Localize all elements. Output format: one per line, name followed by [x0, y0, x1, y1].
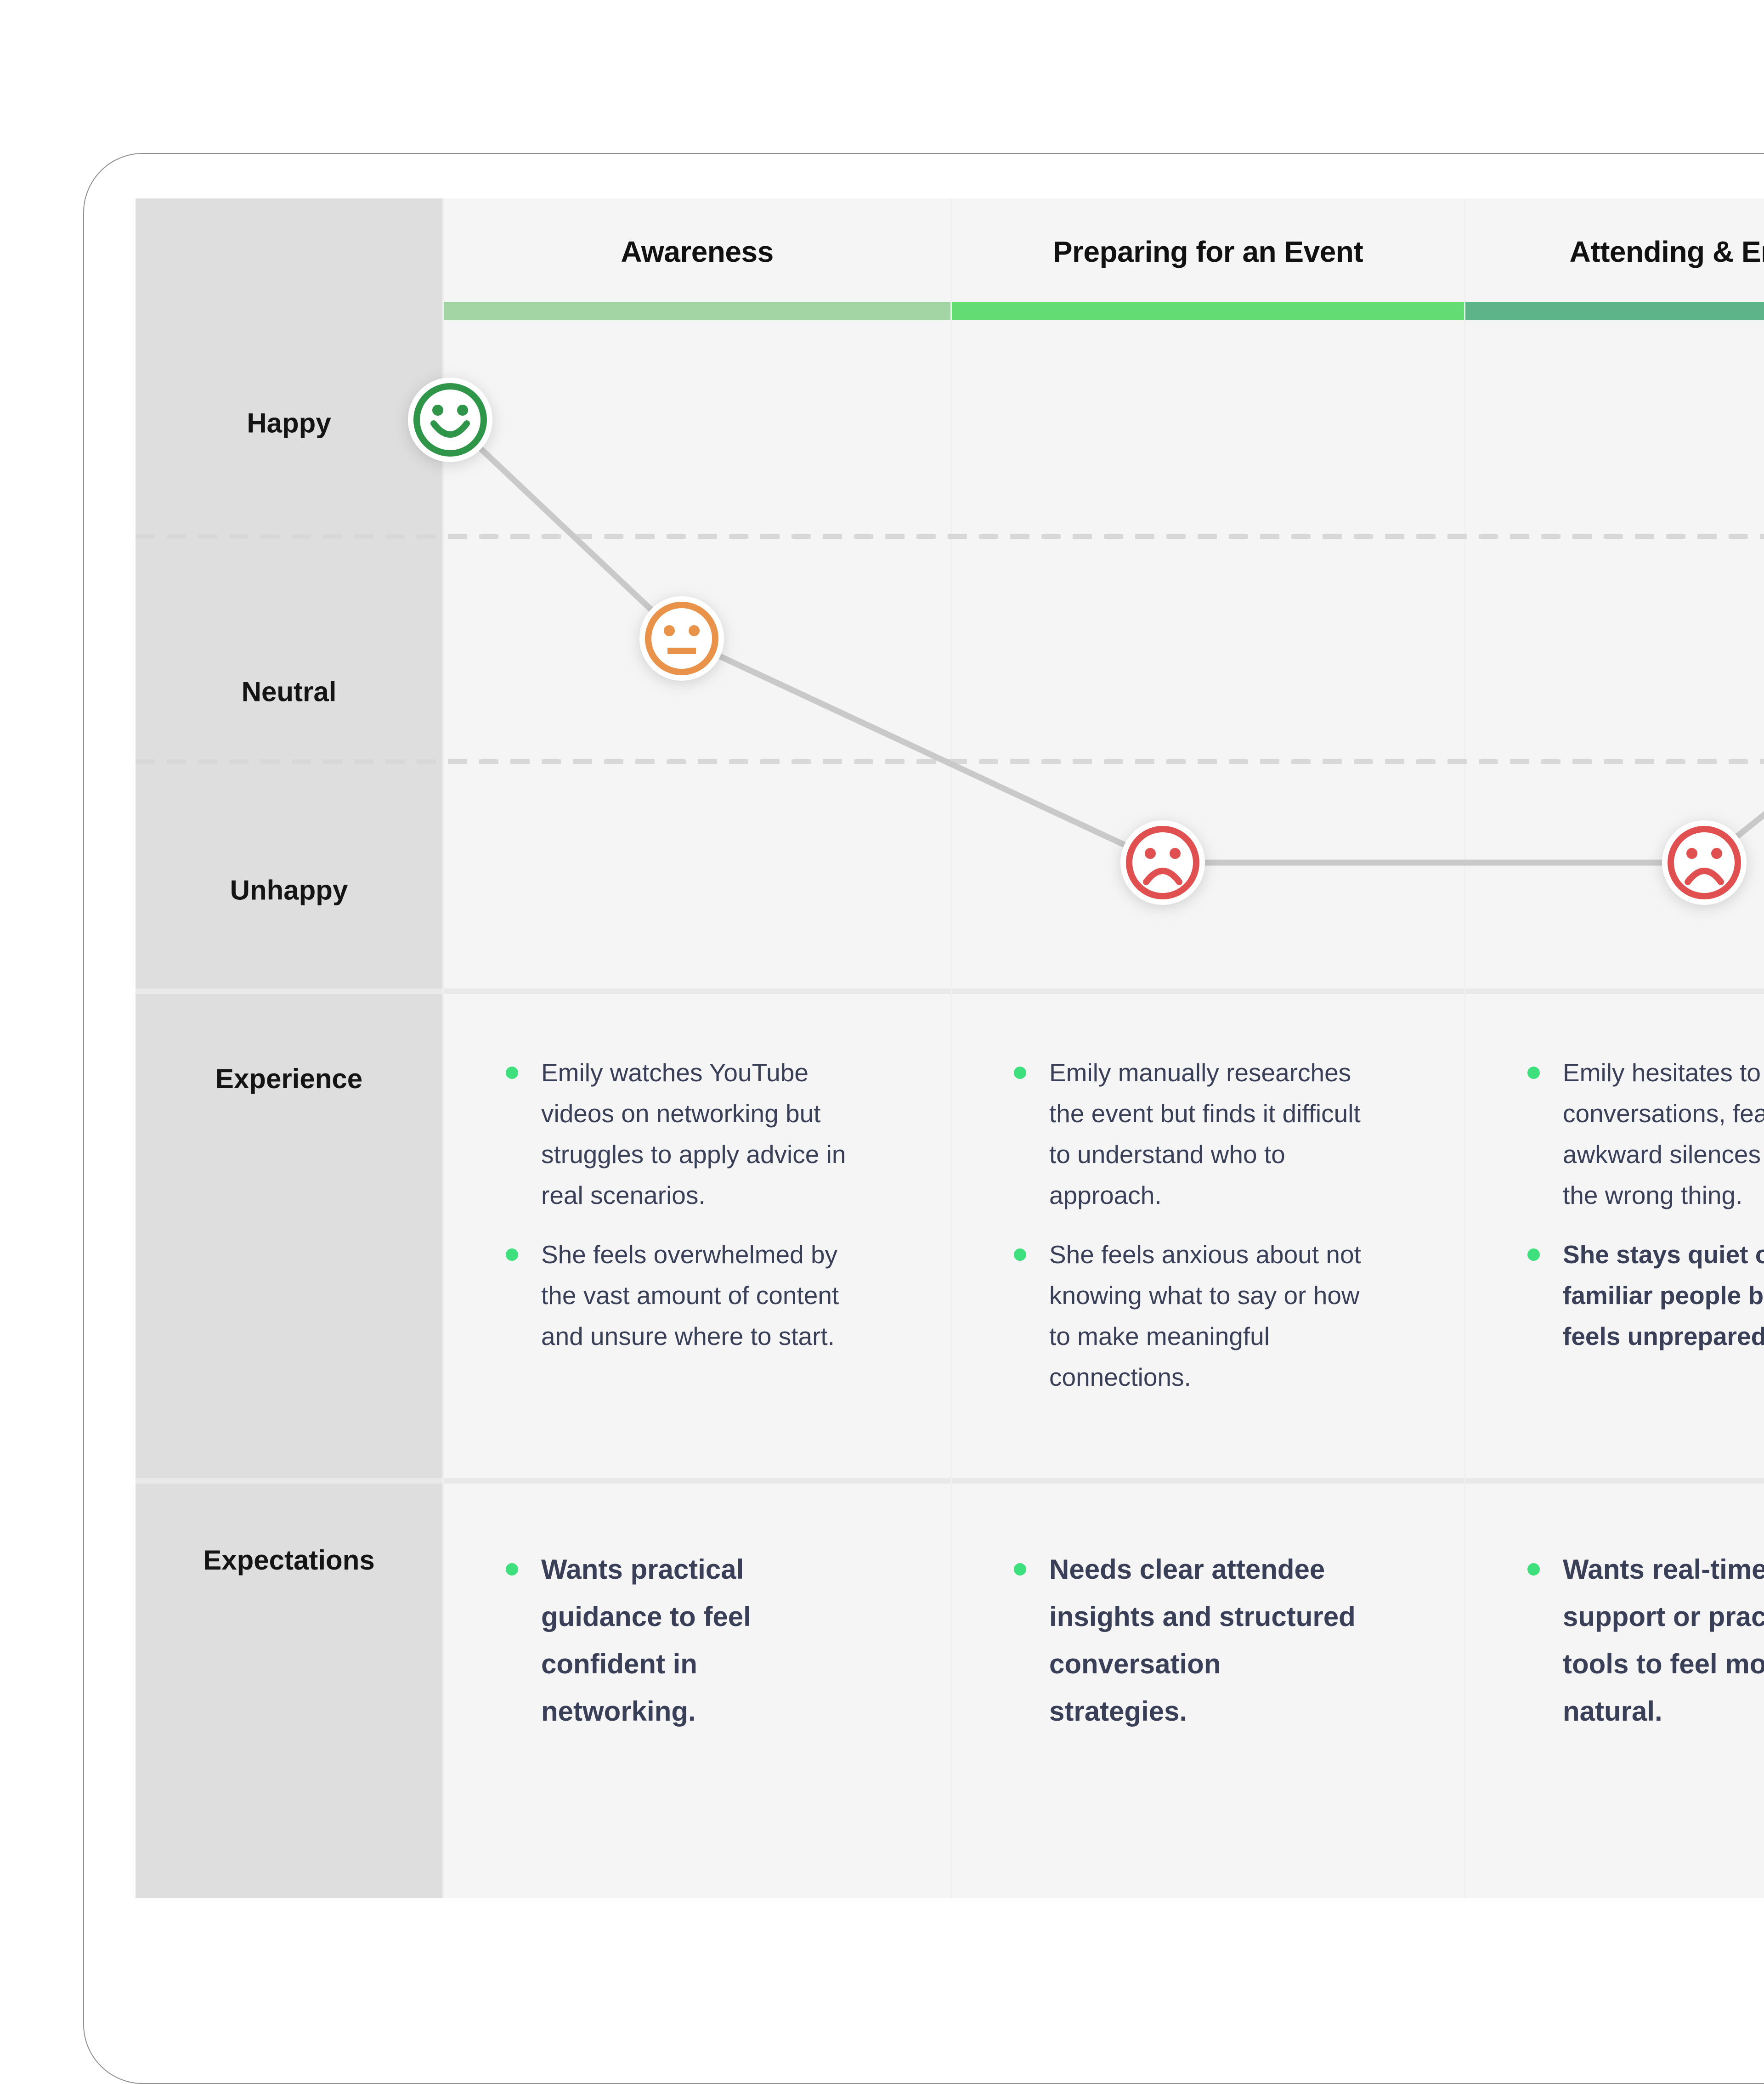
experience-item: Emily watches YouTube videos on networki… [506, 1052, 923, 1216]
strip-corner-cell [136, 302, 442, 320]
stage-header-awareness: Awareness [444, 198, 950, 302]
experience-item: Emily hesitates to start conversations, … [1527, 1052, 1764, 1216]
experience-cell-preparing: Emily manually researches the event but … [952, 994, 1464, 1478]
row-separator [136, 988, 442, 994]
journey-map-canvas: { "title_hint": "User journey map for pe… [83, 153, 1764, 2084]
experience-cell-awareness: Emily watches YouTube videos on networki… [444, 994, 950, 1478]
expectations-list: Wants practical guidance to feel confide… [506, 1546, 923, 1735]
stage-strip-awareness [444, 302, 950, 320]
expectations-list: Needs clear attendee insights and struct… [1014, 1546, 1436, 1735]
experience-item: She stays quiet or sticks with familiar … [1527, 1234, 1764, 1357]
row-label-experience: Experience [136, 994, 442, 1478]
sentiment-axis: Happy Neutral Unhappy [136, 320, 442, 988]
expectations-item: Wants real-time support or practice tool… [1527, 1546, 1764, 1735]
chart-cell-attending [1465, 320, 1764, 988]
expectations-item: Wants practical guidance to feel confide… [506, 1546, 923, 1735]
row-separator [136, 1478, 442, 1484]
sentiment-label-happy: Happy [247, 407, 331, 439]
experience-item: She feels anxious about not knowing what… [1014, 1234, 1436, 1398]
expectations-cell-preparing: Needs clear attendee insights and struct… [952, 1484, 1464, 1898]
stage-title: Attending & Engaging [1569, 235, 1764, 268]
expectations-cell-attending: Wants real-time support or practice tool… [1465, 1484, 1764, 1898]
experience-list: Emily hesitates to start conversations, … [1527, 1052, 1764, 1357]
expectations-cell-awareness: Wants practical guidance to feel confide… [444, 1484, 950, 1898]
sentiment-label-neutral: Neutral [241, 676, 337, 707]
experience-item: Emily manually researches the event but … [1014, 1052, 1436, 1216]
stage-strip-attending [1465, 302, 1764, 320]
stage-header-attending: Attending & Engaging [1465, 198, 1764, 302]
stage-title: Preparing for an Event [1052, 235, 1363, 268]
row-label-expectations: Expectations [136, 1484, 442, 1898]
sentiment-label-unhappy: Unhappy [230, 875, 348, 906]
experience-item: She feels overwhelmed by the vast amount… [506, 1234, 923, 1357]
experience-list: Emily manually researches the event but … [1014, 1052, 1436, 1398]
expectations-item: Needs clear attendee insights and struct… [1014, 1546, 1436, 1735]
experience-list: Emily watches YouTube videos on networki… [506, 1052, 923, 1357]
experience-cell-attending: Emily hesitates to start conversations, … [1465, 994, 1764, 1478]
chart-cell-preparing [952, 320, 1464, 988]
stage-strip-preparing [952, 302, 1464, 320]
header-corner-cell [136, 198, 442, 302]
expectations-list: Wants real-time support or practice tool… [1527, 1546, 1764, 1735]
journey-map-grid: Awareness Preparing for an Event Attendi… [136, 198, 1764, 1898]
stage-title: Awareness [621, 235, 774, 268]
chart-cell-awareness [444, 320, 950, 988]
stage-header-preparing: Preparing for an Event [952, 198, 1464, 302]
